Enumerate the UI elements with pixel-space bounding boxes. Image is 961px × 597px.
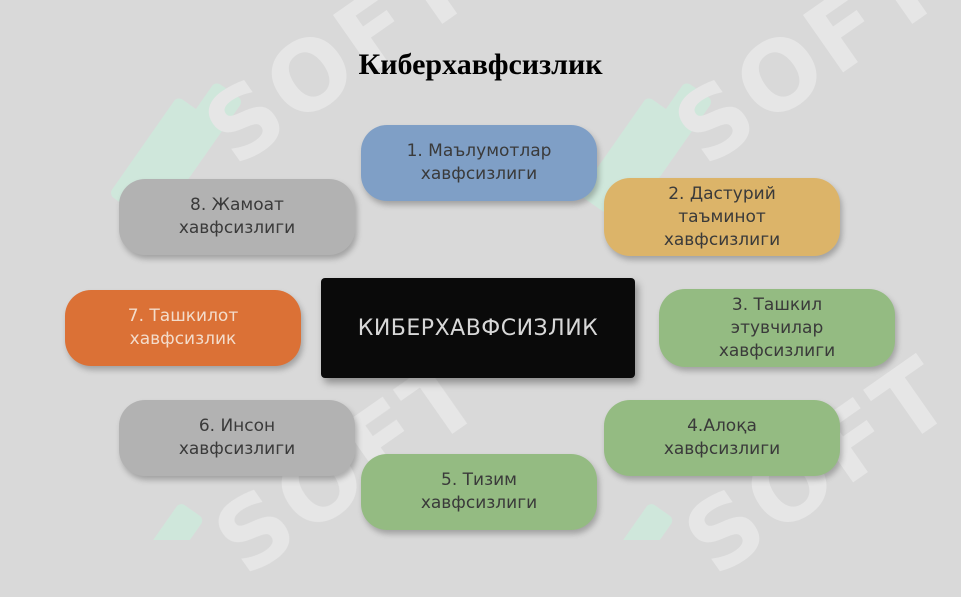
node-8-label: 8. Жамоат хавфсизлиги <box>178 195 296 238</box>
node-6: 6. Инсон хавфсизлиги <box>119 400 355 476</box>
node-3: 3. Ташкил этувчилар хавфсизлиги <box>659 289 895 367</box>
node-3-label: 3. Ташкил этувчилар хавфсизлиги <box>718 294 836 361</box>
watermark-text: SOFT <box>654 0 961 188</box>
center-box: КИБЕРХАВФСИЗЛИК <box>321 278 635 378</box>
slide-title: Киберхавфсизлик <box>358 48 603 81</box>
node-6-label: 6. Инсон хавфсизлиги <box>178 416 296 459</box>
node-5-label: 5. Тизим хавфсизлиги <box>420 470 538 513</box>
node-4-label: 4.Алоқа хавфсизлиги <box>663 416 781 459</box>
node-1: 1. Маълумотлар хавфсизлиги <box>361 125 597 201</box>
node-4: 4.Алоқа хавфсизлиги <box>604 400 840 476</box>
node-7: 7. Ташкилот хавфсизлик <box>65 290 301 366</box>
node-5: 5. Тизим хавфсизлиги <box>361 454 597 530</box>
node-2: 2. Дастурий таъминот хавфсизлиги <box>604 178 840 256</box>
node-1-label: 1. Маълумотлар хавфсизлиги <box>406 141 552 184</box>
center-label: КИБЕРХАВФСИЗЛИК <box>357 315 599 341</box>
node-8: 8. Жамоат хавфсизлиги <box>119 179 355 255</box>
node-7-label: 7. Ташкилот хавфсизлик <box>127 306 239 349</box>
node-2-label: 2. Дастурий таъминот хавфсизлиги <box>663 183 781 250</box>
